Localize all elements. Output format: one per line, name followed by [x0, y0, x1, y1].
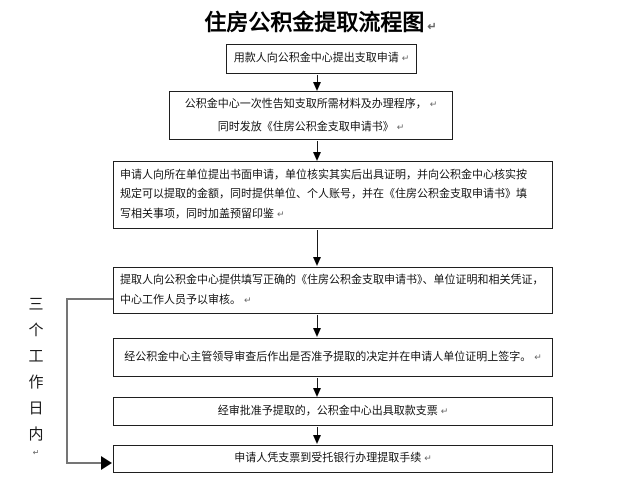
flow-box-issue-check: 经审批准予提取的，公积金中心出具取款支票↵ — [113, 397, 553, 426]
flow-box-text-line: 写相关事项，同时加盖预留印鉴 — [120, 207, 274, 220]
flow-box-submit-request: 用款人向公积金中心提出支取申请↵ — [226, 44, 417, 74]
flow-box-text: 同时发放《住房公积金支取申请书》↵ — [170, 116, 452, 139]
duration-connector-vertical — [66, 298, 68, 464]
duration-connector-bottom — [66, 462, 102, 464]
arrow-head-icon — [313, 328, 321, 337]
down-arrow — [313, 378, 322, 397]
return-mark-icon: ↵ — [244, 294, 252, 305]
arrow-shaft — [316, 75, 319, 83]
return-mark-icon: ↵ — [427, 21, 437, 33]
page-title: 住房公积金提取流程图↵ — [0, 5, 641, 37]
flow-box-leader-approval: 经公积金中心主管领导审查后作出是否准予提取的决定并在申请人单位证明上签字。↵ — [113, 338, 553, 377]
duration-label-char: 日 — [28, 400, 44, 417]
flow-box-text-line: 同时发放《住房公积金支取申请书》 — [217, 120, 394, 133]
return-mark-icon: ↵ — [396, 121, 405, 132]
flow-box-text: 申请人向所在单位提出书面申请，单位核实其实后出具证明，并向公积金中心核实按 — [120, 166, 546, 186]
arrow-shaft — [316, 141, 319, 153]
flow-box-text-line: 公积金中心一次性告知支取所需材料及办理程序， — [184, 97, 427, 110]
flow-box-text: 提取人向公积金中心提供填写正确的《住房公积金支取申请书》、单位证明和相关凭证， — [120, 271, 546, 291]
flow-box-text: 申请人凭支票到受托银行办理提取手续↵ — [114, 449, 552, 469]
arrow-head-icon — [313, 82, 321, 91]
arrow-shaft — [316, 378, 319, 389]
return-mark-icon: ↵ — [32, 448, 40, 457]
arrow-shaft — [316, 427, 319, 436]
duration-label: 三 个 工 作 日 内 ↵ — [27, 292, 45, 458]
flow-box-center-review: 提取人向公积金中心提供填写正确的《住房公积金支取申请书》、单位证明和相关凭证， … — [113, 267, 553, 314]
duration-connector-top — [66, 298, 113, 300]
duration-label-char: 作 — [28, 374, 44, 391]
return-mark-icon: ↵ — [424, 453, 432, 464]
flow-box-text-line: 申请人向所在单位提出书面申请，单位核实其实后出具证明，并向公积金中心核实按 — [120, 168, 527, 181]
return-mark-icon: ↵ — [429, 98, 438, 109]
flow-box-text: 中心工作人员予以审核。↵ — [120, 291, 546, 311]
down-arrow — [313, 141, 322, 161]
down-arrow — [313, 315, 322, 337]
arrow-shaft — [316, 230, 319, 258]
arrow-head-icon — [313, 435, 321, 444]
down-arrow — [313, 427, 322, 444]
duration-label-char: 内 — [28, 426, 44, 443]
arrow-head-icon — [313, 257, 321, 266]
flow-box-text-line: 规定可以提取的金额，同时提供单位、个人账号，并在《住房公积金支取申请书》填 — [120, 188, 527, 201]
arrow-head-icon — [313, 152, 321, 161]
flow-box-bank-withdrawal: 申请人凭支票到受托银行办理提取手续↵ — [113, 445, 553, 473]
flow-box-text-line: 中心工作人员予以审核。 — [120, 293, 241, 306]
duration-label-char: 个 — [28, 322, 44, 339]
flow-box-center-notify: 公积金中心一次性告知支取所需材料及办理程序，↵ 同时发放《住房公积金支取申请书》… — [169, 91, 453, 140]
duration-label-char: 工 — [28, 348, 44, 365]
return-mark-icon: ↵ — [440, 405, 449, 416]
flow-box-text: 经审批准予提取的，公积金中心出具取款支票↵ — [114, 402, 552, 422]
flow-box-unit-written-application: 申请人向所在单位提出书面申请，单位核实其实后出具证明，并向公积金中心核实按 规定… — [113, 161, 553, 229]
page-title-text: 住房公积金提取流程图 — [204, 10, 425, 35]
flow-box-text-line: 经审批准予提取的，公积金中心出具取款支票 — [217, 404, 438, 417]
flow-box-text: 经公积金中心主管领导审查后作出是否准予提取的决定并在申请人单位证明上签字。↵ — [114, 348, 552, 368]
flow-box-text: 规定可以提取的金额，同时提供单位、个人账号，并在《住房公积金支取申请书》填 — [120, 185, 546, 205]
return-mark-icon: ↵ — [534, 351, 542, 362]
return-mark-icon: ↵ — [277, 208, 285, 219]
connector-arrowhead-icon — [101, 456, 112, 470]
arrow-shaft — [316, 315, 319, 329]
flow-box-text-line: 用款人向公积金中心提出支取申请 — [233, 52, 399, 65]
flow-box-text: 写相关事项，同时加盖预留印鉴↵ — [120, 205, 546, 225]
flow-box-text: 用款人向公积金中心提出支取申请↵ — [227, 49, 416, 69]
flow-box-text-line: 提取人向公积金中心提供填写正确的《住房公积金支取申请书》、单位证明和相关凭证， — [120, 274, 544, 286]
flow-box-text-line: 申请人凭支票到受托银行办理提取手续 — [234, 452, 422, 465]
duration-label-char: 三 — [28, 296, 44, 313]
flow-box-text: 公积金中心一次性告知支取所需材料及办理程序，↵ — [170, 93, 452, 116]
flow-box-text-line: 经公积金中心主管领导审查后作出是否准予提取的决定并在申请人单位证明上签字。 — [124, 350, 532, 363]
return-mark-icon: ↵ — [401, 53, 410, 64]
down-arrow — [313, 230, 322, 266]
arrow-head-icon — [313, 388, 321, 397]
down-arrow — [313, 75, 322, 91]
